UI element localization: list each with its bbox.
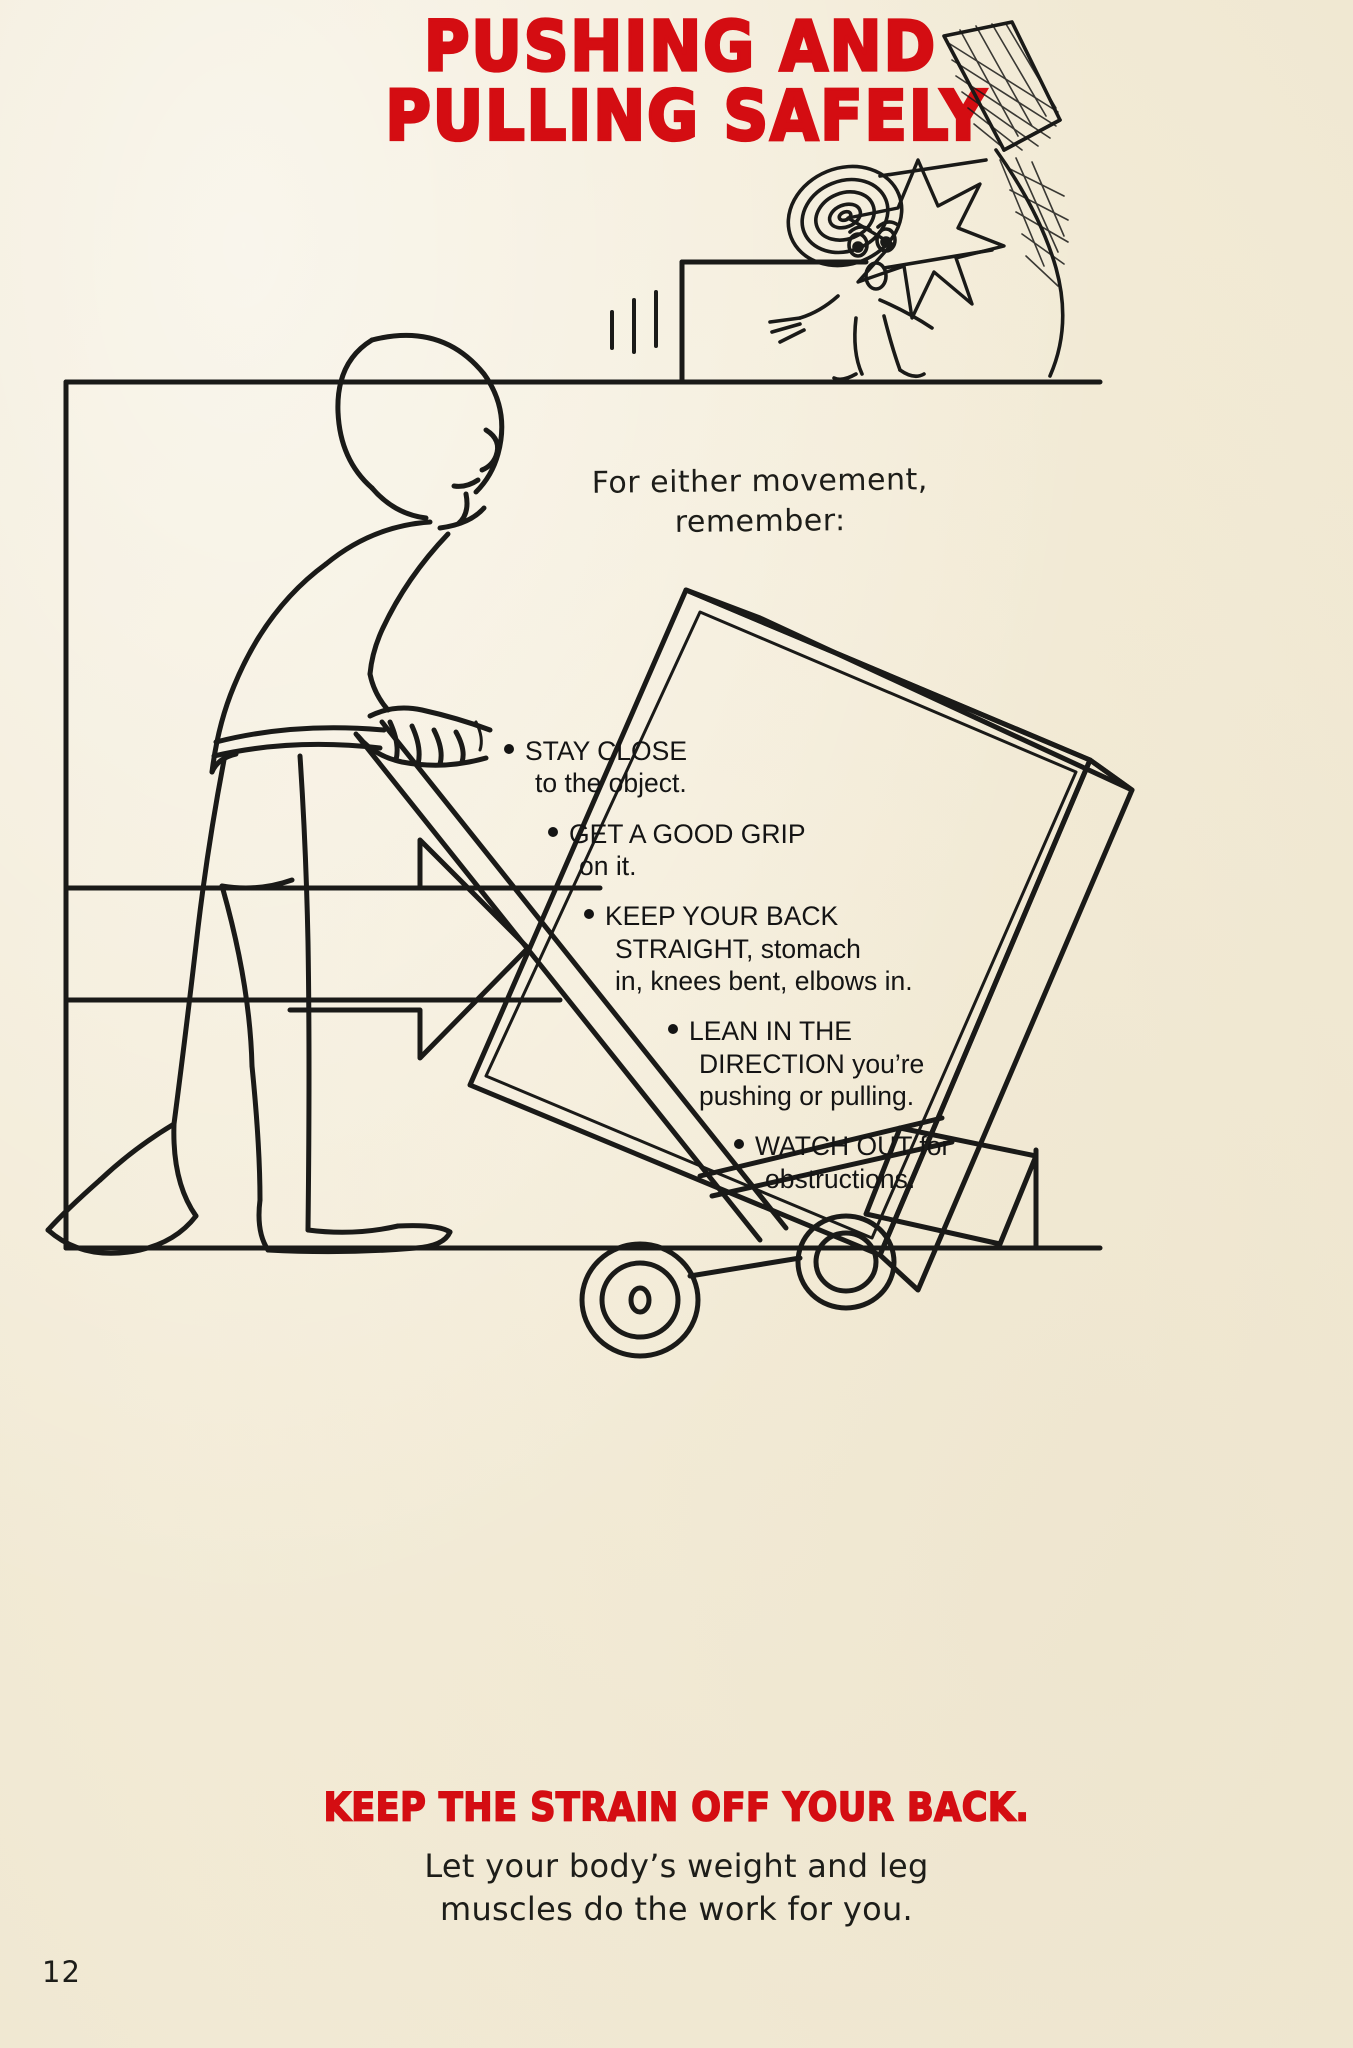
list-item: GET A GOOD GRIP on it. bbox=[486, 818, 1006, 883]
bullet-line: obstructions. bbox=[765, 1163, 916, 1194]
page-title: PUSHING AND PULLING SAFELY bbox=[0, 6, 1353, 157]
bullet-heading: LEAN IN THE bbox=[689, 1016, 852, 1047]
carpet-roll-cartoon-character bbox=[768, 20, 1069, 382]
hand-truck-with-box bbox=[353, 587, 1135, 1359]
bullet-line: DIRECTION you’re bbox=[699, 1048, 925, 1079]
list-item: WATCH OUT for obstructions. bbox=[486, 1130, 1006, 1195]
footer-headline: KEEP THE STRAIN OFF YOUR BACK. bbox=[323, 1785, 1030, 1832]
bullet-dot-icon bbox=[668, 1024, 678, 1035]
bullet-heading: GET A GOOD GRIP bbox=[569, 818, 806, 849]
bullet-line: STRAIGHT, stomach bbox=[615, 933, 861, 964]
title-line-1: PUSHING AND bbox=[422, 6, 938, 87]
safety-tips-list: STAY CLOSE to the object. GET A GOOD GRI… bbox=[486, 735, 1006, 1213]
worker-figure bbox=[45, 332, 505, 1256]
bullet-dot-icon bbox=[734, 1139, 744, 1150]
bullet-heading: STAY CLOSE bbox=[525, 736, 688, 766]
intro-line-1: For either movement, bbox=[591, 462, 929, 501]
footer-caption-line-2: muscles do the work for you. bbox=[439, 1889, 914, 1928]
intro-line-2: remember: bbox=[674, 502, 846, 540]
page-number: 12 bbox=[42, 1955, 81, 1989]
list-item: LEAN IN THE DIRECTION you’re pushing or … bbox=[486, 1015, 1006, 1112]
bullet-line: in, knees bent, elbows in. bbox=[615, 965, 913, 996]
background-crate bbox=[679, 259, 869, 383]
bullet-dot-icon bbox=[548, 826, 558, 837]
bullet-line: on it. bbox=[579, 850, 637, 881]
list-item: STAY CLOSE to the object. bbox=[486, 735, 1006, 800]
bullet-heading: KEEP YOUR BACK bbox=[605, 901, 839, 932]
intro-note: For either movement, remember: bbox=[560, 460, 961, 543]
title-line-2: PULLING SAFELY bbox=[384, 75, 988, 157]
bullet-dot-icon bbox=[504, 744, 514, 754]
bullet-dot-icon bbox=[584, 909, 594, 920]
bullet-heading: WATCH OUT for bbox=[755, 1131, 951, 1162]
bullet-line: pushing or pulling. bbox=[699, 1080, 915, 1111]
list-item: KEEP YOUR BACK STRAIGHT, stomach in, kne… bbox=[486, 900, 1006, 997]
footer-caption-line-1: Let your body’s weight and leg bbox=[424, 1847, 929, 1885]
bullet-line: to the object. bbox=[535, 768, 687, 799]
motion-lines bbox=[610, 290, 658, 354]
footer-caption: Let your body’s weight and leg muscles d… bbox=[0, 1845, 1353, 1930]
